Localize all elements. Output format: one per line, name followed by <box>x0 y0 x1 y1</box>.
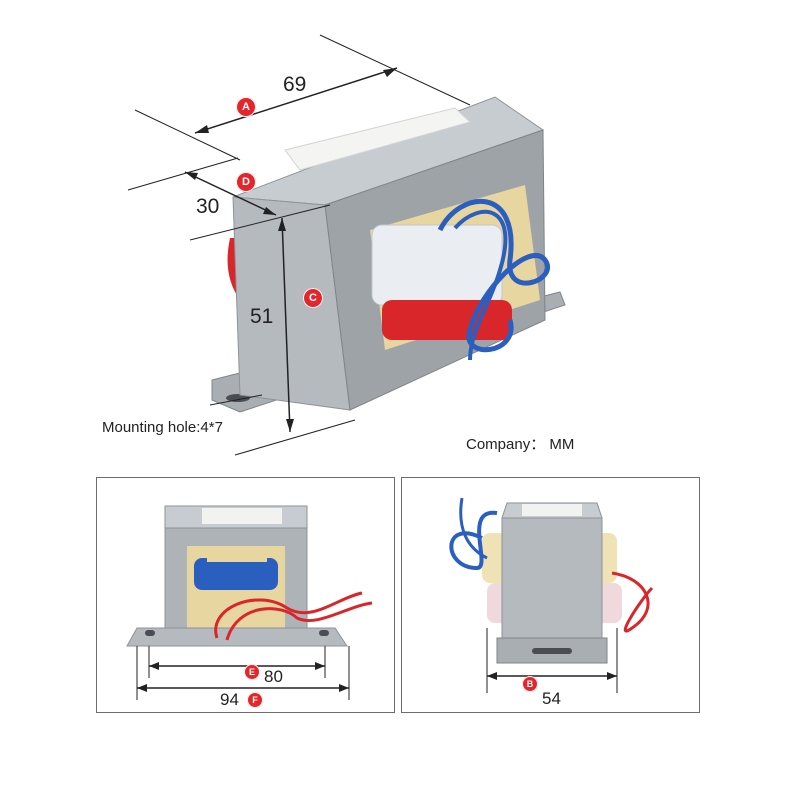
badge-e: E <box>244 664 260 680</box>
front-top-label <box>202 508 282 524</box>
arrow-69-left <box>195 125 209 133</box>
arrow-54-left <box>487 672 497 680</box>
arrow-51-top <box>278 218 286 231</box>
arrow-54-right <box>607 672 617 680</box>
side-body <box>501 517 603 639</box>
dim-line-30 <box>184 171 277 216</box>
ext-line-d-top <box>127 157 239 191</box>
arrow-94-right <box>339 684 349 692</box>
arrow-80-left <box>149 662 159 670</box>
ext-line-a-right <box>319 34 471 106</box>
arrow-30-top <box>185 172 198 180</box>
dim-label-69: 69 <box>283 73 307 96</box>
front-hole-right <box>319 630 329 636</box>
arrow-94-left <box>137 684 147 692</box>
company-caption: Company： MM <box>466 436 575 453</box>
side-blue-wire-2 <box>459 497 488 560</box>
ext-line-d-bottom <box>189 204 331 241</box>
front-blue-coil <box>194 558 278 590</box>
ext-line-c-bottom <box>234 419 356 456</box>
side-view-illustration <box>449 497 654 693</box>
side-base-slot <box>532 648 572 654</box>
front-red-wire-2 <box>225 601 373 641</box>
arrow-80-right <box>315 662 325 670</box>
side-top-label <box>522 504 582 516</box>
front-view-illustration <box>126 505 373 700</box>
badge-c: C <box>303 288 323 308</box>
blue-wires <box>437 198 550 353</box>
blue-wire-2 <box>453 209 508 361</box>
side-view-panel: B 54 <box>401 477 700 713</box>
badge-a: A <box>236 97 256 117</box>
mounting-hole-leader <box>209 394 263 406</box>
arrow-30-bottom <box>263 207 276 215</box>
white-coil <box>371 224 503 306</box>
side-blue-wire <box>449 510 498 571</box>
dim-label-30: 30 <box>196 195 220 218</box>
dim-line-51 <box>281 217 291 433</box>
dim-label-54: 54 <box>542 689 561 708</box>
arrow-51-bottom <box>286 419 294 432</box>
badge-f: F <box>247 692 263 708</box>
mounting-hole-caption: Mounting hole:4*7 <box>102 419 223 436</box>
badge-d: D <box>236 172 256 192</box>
front-base <box>126 627 348 647</box>
dim-label-94: 94 <box>220 690 239 709</box>
red-coil <box>382 300 512 340</box>
front-red-wire <box>214 591 363 639</box>
front-view-panel: E 80 94 F <box>96 477 395 713</box>
dim-line-69 <box>194 67 398 134</box>
dim-label-51: 51 <box>250 305 274 328</box>
front-hole-left <box>145 630 155 636</box>
top-label <box>284 107 471 171</box>
dim-label-80: 80 <box>264 667 283 686</box>
arrow-69-right <box>383 68 397 77</box>
ext-line-a-left <box>134 109 241 161</box>
side-red-wire <box>611 571 654 633</box>
badge-b: B <box>522 676 538 692</box>
front-bobbin-ribs <box>207 554 267 562</box>
